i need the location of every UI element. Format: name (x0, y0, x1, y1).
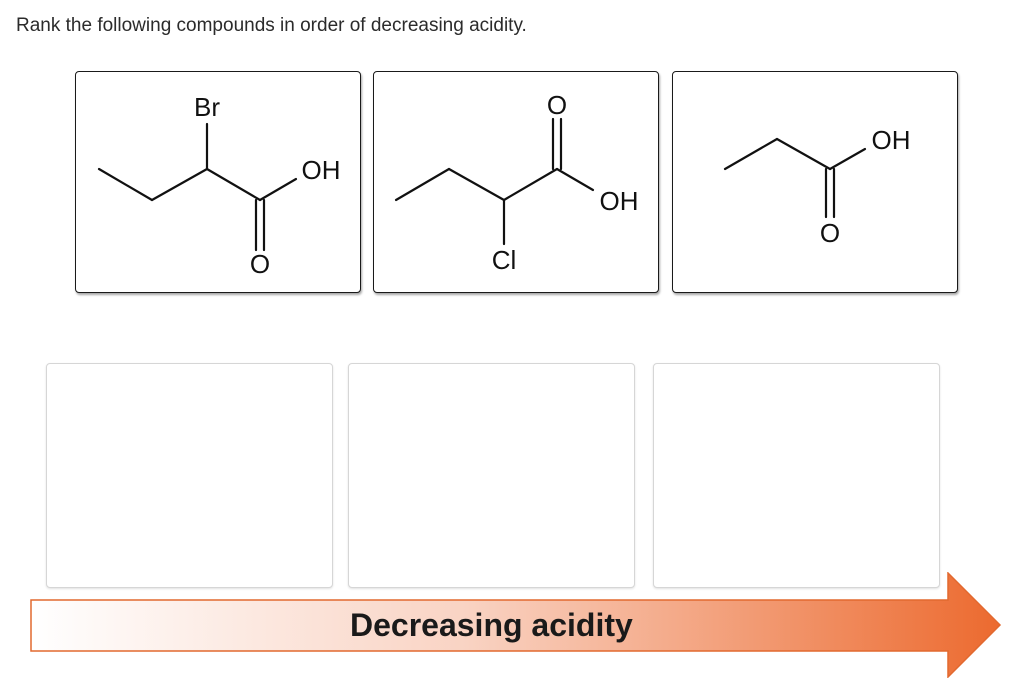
arrow-shape (30, 571, 1002, 679)
ranking-drop-slot-2[interactable] (348, 363, 635, 588)
hydroxyl-group-label: OH (302, 155, 341, 185)
compound-structure-3: OH O (723, 125, 911, 248)
question-prompt: Rank the following compounds in order of… (16, 15, 527, 36)
compound-card-3[interactable]: OH O (672, 71, 958, 293)
ranking-drop-slot-1[interactable] (46, 363, 333, 588)
hydroxyl-group-label: OH (600, 186, 639, 216)
decreasing-acidity-arrow: Decreasing acidity (30, 571, 1002, 679)
carbonyl-oxygen-label: O (547, 90, 567, 120)
arrow-label: Decreasing acidity (350, 607, 633, 643)
compound-structure-2: O OH Cl (394, 90, 639, 275)
chlorine-atom-label: Cl (492, 245, 517, 275)
compound-structure-1: Br OH O (97, 92, 341, 279)
carbonyl-oxygen-label: O (250, 249, 270, 279)
ranking-drop-slot-3[interactable] (653, 363, 940, 588)
bromine-atom-label: Br (194, 92, 220, 122)
hydroxyl-group-label: OH (872, 125, 911, 155)
carbonyl-oxygen-label: O (820, 218, 840, 248)
compound-card-2[interactable]: O OH Cl (373, 71, 659, 293)
compound-card-1[interactable]: Br OH O (75, 71, 361, 293)
